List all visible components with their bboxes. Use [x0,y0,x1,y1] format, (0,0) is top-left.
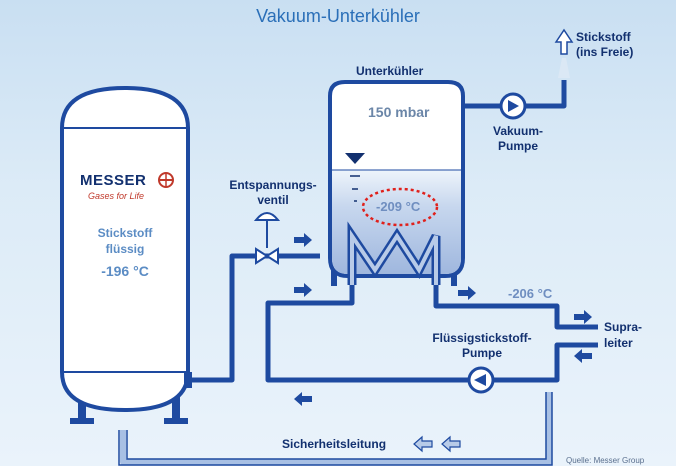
safety-pipe [120,392,552,465]
subcooler-label: Unterkühler [356,64,424,78]
flow-arrow-right-icon [574,310,592,324]
return-pipe [265,285,470,383]
level-indicator-icon [345,153,365,202]
tank-medium-line1: Stickstoff [97,226,153,240]
ln2-pump-label-line1: Flüssigstickstoff- [432,331,532,345]
flow-arrow-right-icon [458,286,476,300]
sc-return-pipe [492,342,598,383]
safety-line-label: Sicherheitsleitung [282,437,387,451]
feed-pipe [188,253,320,383]
safety-arrow-left-icon [441,435,461,453]
subcooler-temperature: -209 °C [376,199,421,214]
outlet-pipe [433,285,598,330]
safety-flow-arrows [413,435,461,453]
brand-slogan: Gases for Life [88,191,145,201]
valve-label-line1: Entspannungs- [229,178,317,192]
vacuum-pump-icon [499,92,527,120]
brand-logo-text: MESSER [80,172,147,189]
valve-icon [253,212,281,265]
vacuum-pump-label-line1: Vakuum- [492,124,543,138]
exhaust-arrow-icon [554,28,574,55]
exhaust-label-line2: (ins Freie) [576,45,634,59]
flow-arrow-left-icon [574,349,592,363]
tank-medium-line2: flüssig [105,242,145,256]
tank-temperature: -196 °C [101,263,149,279]
source-credit: Quelle: Messer Group [566,456,645,465]
subcooler-pressure: 150 mbar [368,104,430,120]
flow-arrow-right-icon [294,233,312,247]
heat-exchanger-coil-inner [350,229,438,285]
ln2-pump-icon [467,366,495,394]
highlight-circle [361,187,439,227]
safety-pipe-outline [118,392,553,466]
safety-arrow-left-icon [413,435,433,453]
exhaust-label-line1: Stickstoff [576,30,631,44]
ln2-pump-label-line2: Pumpe [461,346,502,360]
messer-logo-icon [158,172,174,188]
exhaust-plume [558,58,570,78]
vacuum-pump-label-line2: Pumpe [497,139,538,153]
flow-arrow-left-icon [294,392,312,406]
superconductor-label-line2: leiter [604,336,633,350]
diagram-title: Vakuum-Unterkühler [256,6,420,26]
valve-label-line2: ventil [257,193,289,207]
flow-arrows [294,233,592,406]
outlet-temperature: -206 °C [508,286,553,301]
superconductor-label-line1: Supra- [604,320,643,334]
flow-arrow-right-icon [294,283,312,297]
storage-tank [60,85,192,424]
exhaust-pipe [526,80,567,109]
